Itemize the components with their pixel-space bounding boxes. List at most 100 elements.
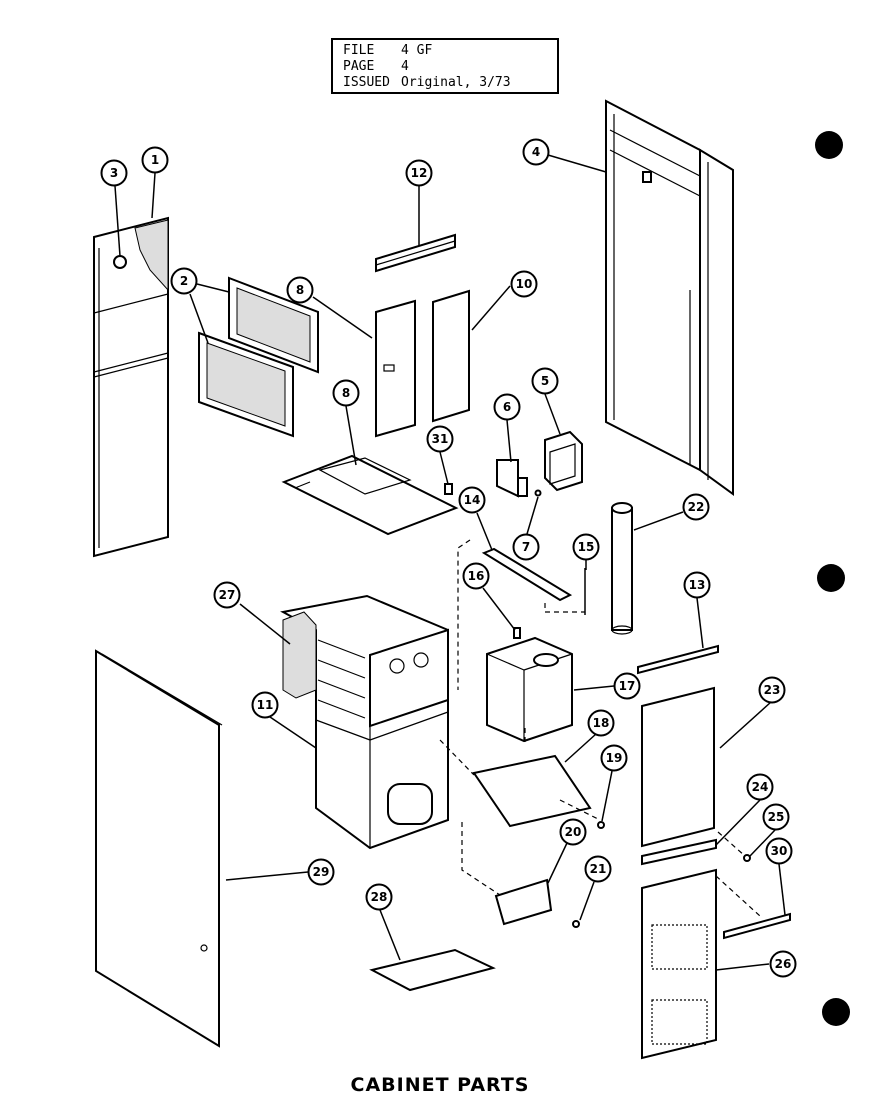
svg-text:15: 15 [578,540,595,554]
leader-lines [114,154,786,971]
file-label: FILE [343,43,375,58]
part-1-left-side-panel [93,216,169,558]
issued-label: ISSUED [343,75,390,90]
svg-text:27: 27 [219,588,236,602]
callout-31: 31 [426,425,454,453]
callout-18: 18 [587,709,615,737]
callout-3: 3 [100,159,128,187]
callout-1: 1 [141,146,169,174]
binder-hole-top [815,131,843,159]
part-5-junction-box [544,430,583,492]
part-8-base-plate [281,454,459,536]
svg-text:19: 19 [606,751,623,765]
part-8-upper-panel [375,299,416,438]
callout-30: 30 [765,837,793,865]
svg-text:21: 21 [590,862,607,876]
svg-text:5: 5 [541,374,549,388]
svg-text:6: 6 [503,400,511,414]
issued-row: ISSUED Original, 3/73 [343,75,557,91]
part-6-bracket [496,459,528,498]
callout-24: 24 [746,773,774,801]
binder-hole-middle [817,564,845,592]
callout-17: 17 [613,672,641,700]
callout-21: 21 [584,855,612,883]
callout-29: 29 [307,858,335,886]
svg-text:13: 13 [689,578,706,592]
part-11-heat-exchanger-assembly [280,594,449,850]
svg-text:30: 30 [771,844,788,858]
diagram-title: CABINET PARTS [350,1074,530,1096]
svg-text:23: 23 [764,683,781,697]
svg-text:31: 31 [432,432,449,446]
callout-5: 5 [531,367,559,395]
part-20-bracket [494,878,553,926]
part-27-insulation [282,611,317,699]
part-17-inducer-box [486,627,573,743]
callout-7: 7 [512,533,540,561]
part-19-screw [597,821,605,829]
issued-value: Original, 3/73 [401,75,511,90]
callout-8-upper: 8 [286,276,314,304]
svg-text:2: 2 [180,274,188,288]
file-row: FILE 4 GF [343,43,557,59]
part-24-strip [641,838,717,866]
callout-2: 2 [170,267,198,295]
svg-text:29: 29 [313,865,330,879]
part-22-flue-pipe [611,502,633,635]
part-31-screw [444,483,453,495]
part-4-right-side-panel [605,99,734,496]
callout-28: 28 [365,883,393,911]
svg-text:17: 17 [619,679,636,693]
svg-text:20: 20 [565,825,582,839]
callout-16: 16 [462,562,490,590]
part-28-base-pan [369,948,496,992]
part-25-screw [743,854,751,862]
callout-26: 26 [769,950,797,978]
part-12-top-bracket [375,233,456,273]
callout-20: 20 [559,818,587,846]
callout-6: 6 [493,393,521,421]
svg-text:3: 3 [110,166,118,180]
file-value: 4 GF [401,43,433,58]
callout-25: 25 [762,803,790,831]
part-10-panel [432,289,470,423]
part-18-tray [472,754,592,828]
binder-hole-bottom [822,998,850,1026]
svg-text:1: 1 [151,153,159,167]
callout-12: 12 [405,159,433,187]
callout-23: 23 [758,676,786,704]
callout-11: 11 [251,691,279,719]
svg-text:11: 11 [257,698,274,712]
part-2-filters [198,276,319,438]
part-13-strip [637,644,719,675]
svg-text:8: 8 [296,283,304,297]
assembly-dashed-lines [439,539,761,917]
callout-14: 14 [458,486,486,514]
part-23-door-panel [641,686,715,848]
callout-27: 27 [213,581,241,609]
callout-19: 19 [600,744,628,772]
svg-text:14: 14 [464,493,481,507]
file-info-box: FILE 4 GF PAGE 4 ISSUED Original, 3/73 [331,38,559,94]
callout-4: 4 [522,138,550,166]
svg-text:18: 18 [593,716,610,730]
svg-text:7: 7 [522,540,530,554]
callout-22: 22 [682,493,710,521]
svg-text:12: 12 [411,166,428,180]
page-value: 4 [401,59,409,74]
svg-text:22: 22 [688,500,705,514]
part-21-screw [572,920,580,928]
svg-text:26: 26 [775,957,792,971]
callout-10: 10 [510,270,538,298]
callout-15: 15 [572,533,600,561]
page-label: PAGE [343,59,375,74]
part-14-rail [481,547,573,602]
svg-text:28: 28 [371,890,388,904]
part-30-strip [723,912,791,940]
svg-text:25: 25 [768,810,785,824]
page-row: PAGE 4 [343,59,557,75]
callout-8-lower: 8 [332,379,360,407]
part-7-screw [534,489,542,497]
